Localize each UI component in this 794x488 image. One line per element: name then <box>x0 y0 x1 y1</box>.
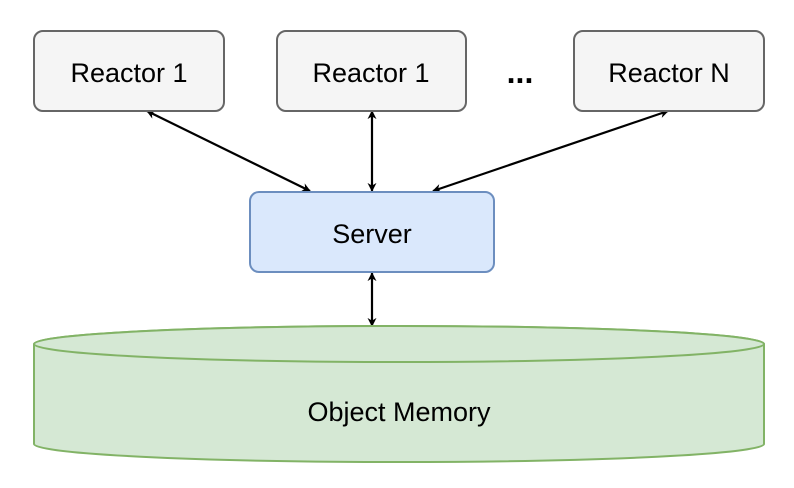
object-memory-node: Object Memory <box>33 325 765 463</box>
server-box <box>249 191 495 273</box>
reactor-node-1a: Reactor 1 <box>33 30 225 112</box>
reactor-label: Reactor N <box>608 58 730 88</box>
reactor-label: Reactor 1 <box>312 58 429 88</box>
server-node: Server <box>249 191 495 273</box>
reactor-box <box>276 30 467 112</box>
reactor-node-n: Reactor N <box>573 30 765 112</box>
edge-reactor-a-server <box>146 110 311 192</box>
server-label: Server <box>332 219 412 249</box>
connections <box>146 109 669 327</box>
edge-reactor-n-server <box>432 109 669 193</box>
reactor-box <box>33 30 225 112</box>
memory-label: Object Memory <box>307 397 491 427</box>
ellipsis: ... <box>507 54 534 90</box>
reactor-node-1b: Reactor 1 <box>276 30 467 112</box>
reactor-label: Reactor 1 <box>70 58 187 88</box>
memory-cylinder-top <box>33 325 765 363</box>
reactor-box <box>573 30 765 112</box>
